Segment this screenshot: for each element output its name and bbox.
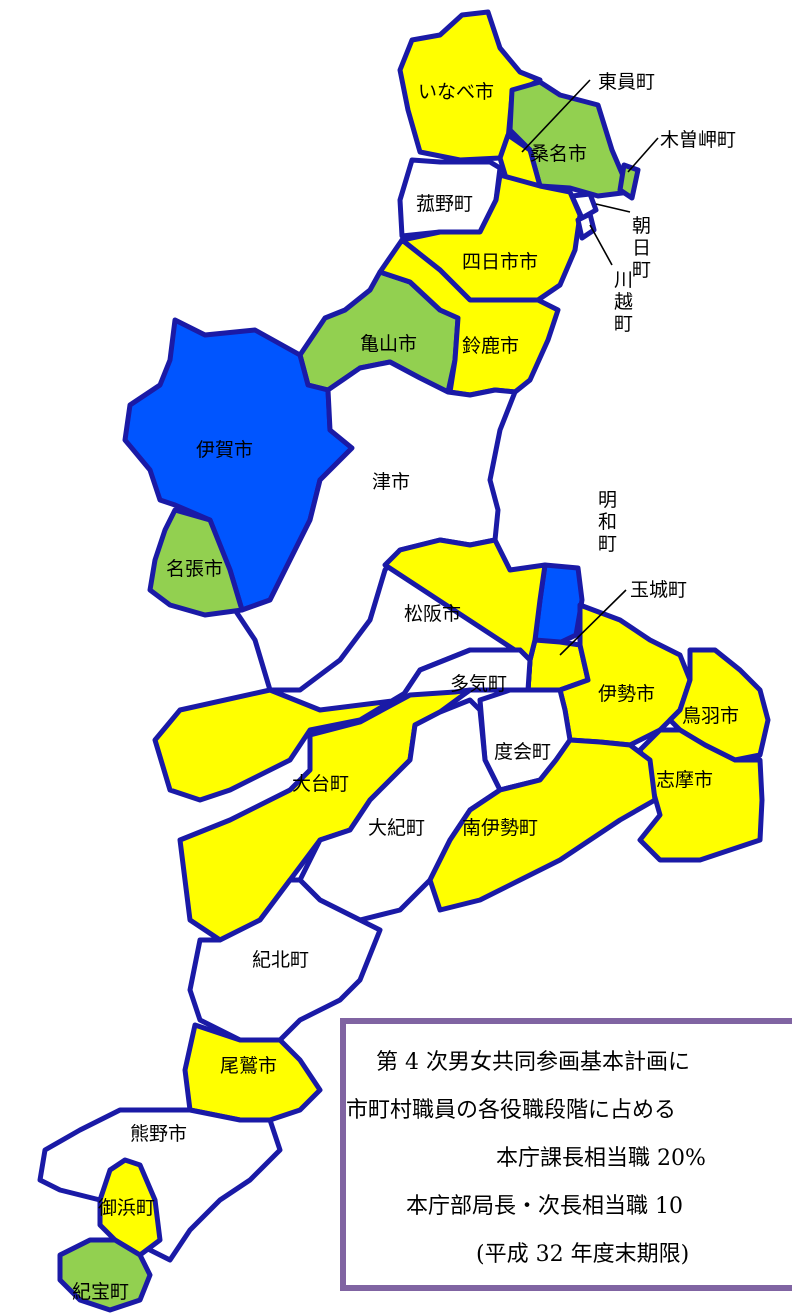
label-taiki: 大紀町 [368, 817, 425, 839]
label-minamiise: 南伊勢町 [462, 817, 538, 839]
label-kumano: 熊野市 [130, 1123, 187, 1145]
leader-tamaki [559, 589, 627, 656]
leader-kawagoe [589, 224, 613, 266]
label-toin: 東員町 [598, 71, 655, 93]
region-owase[interactable] [182, 1022, 323, 1123]
label-toba: 鳥羽市 [682, 705, 739, 727]
vlabel-meiwa-2: 和 [598, 511, 617, 533]
region-kisosaki[interactable] [617, 162, 641, 201]
label-watarai: 度会町 [494, 741, 551, 763]
label-kuwana: 桑名市 [530, 143, 587, 165]
region-minamiise[interactable] [427, 737, 658, 913]
label-taki: 多気町 [450, 673, 507, 695]
region-mihama[interactable] [97, 1157, 163, 1258]
label-tsu: 津市 [372, 471, 410, 493]
info-line-3: 本庁課長相当職 20% [496, 1146, 706, 1171]
label-suzuka: 鈴鹿市 [462, 335, 519, 357]
leader-kisosaki [627, 137, 659, 173]
label-ise: 伊勢市 [598, 683, 655, 705]
info-line-4: 本庁部局長・次長相当職 10 [406, 1194, 683, 1219]
label-komono: 菰野町 [416, 193, 473, 215]
target-info-box: 第 4 次男女共同参画基本計画に 市町村職員の各役職段階に占める 本庁課長相当職… [340, 1018, 792, 1291]
leader-asahi [595, 203, 631, 213]
label-yokkaichi: 四日市市 [462, 251, 538, 273]
region-kumano[interactable] [37, 1107, 283, 1263]
vlabel-kawagoe-3: 町 [614, 313, 633, 335]
vlabel-asahi-2: 日 [632, 237, 651, 259]
region-kiho[interactable] [57, 1237, 153, 1313]
label-kihoku: 紀北町 [252, 949, 309, 971]
vlabel-asahi-3: 町 [632, 259, 651, 281]
vlabel-meiwa-1: 明 [598, 489, 617, 511]
label-mihama: 御浜町 [98, 1197, 155, 1219]
region-kawagoe[interactable] [575, 211, 597, 241]
label-kisosaki: 木曽岬町 [660, 129, 736, 151]
label-shima: 志摩市 [656, 769, 713, 791]
region-kihoku[interactable] [187, 877, 383, 1043]
label-tamaki: 玉城町 [630, 579, 687, 601]
region-nabari[interactable] [147, 507, 245, 618]
label-odai: 大台町 [292, 773, 349, 795]
label-matsusaka: 松阪市 [404, 603, 461, 625]
label-nabari: 名張市 [166, 558, 223, 580]
label-iga: 伊賀市 [196, 439, 253, 461]
vlabel-asahi-1: 朝 [632, 215, 651, 237]
vlabel-kawagoe-2: 越 [614, 291, 633, 313]
label-owase: 尾鷲市 [220, 1055, 277, 1077]
vlabel-kawagoe-1: 川 [614, 269, 633, 291]
info-line-2: 市町村職員の各役職段階に占める [346, 1098, 677, 1123]
vlabel-meiwa-3: 町 [598, 533, 617, 555]
info-line-1: 第 4 次男女共同参画基本計画に [376, 1050, 690, 1075]
label-inabe: いなべ市 [418, 81, 494, 103]
label-kiho: 紀宝町 [72, 1281, 129, 1303]
info-line-5: (平成 32 年度末期限) [476, 1242, 690, 1267]
leader-toin [521, 79, 591, 153]
label-kameyama: 亀山市 [360, 333, 417, 355]
